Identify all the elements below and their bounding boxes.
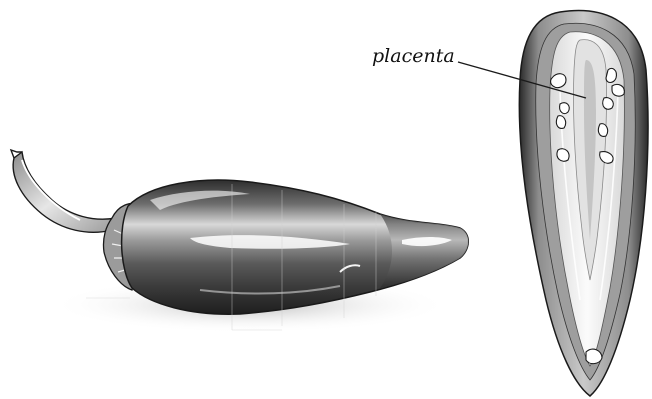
seed [586,349,602,364]
seed [560,103,570,114]
pepper-stem [13,152,116,232]
whole-pepper-illustration [11,150,468,333]
seed [556,116,565,129]
placenta-label: placenta [372,45,455,67]
cross-section-illustration [519,11,648,396]
seed [603,98,614,110]
seed [598,124,607,137]
pepper-tip [380,214,468,288]
seed [557,149,569,162]
seed [606,68,616,82]
seed [612,84,624,96]
